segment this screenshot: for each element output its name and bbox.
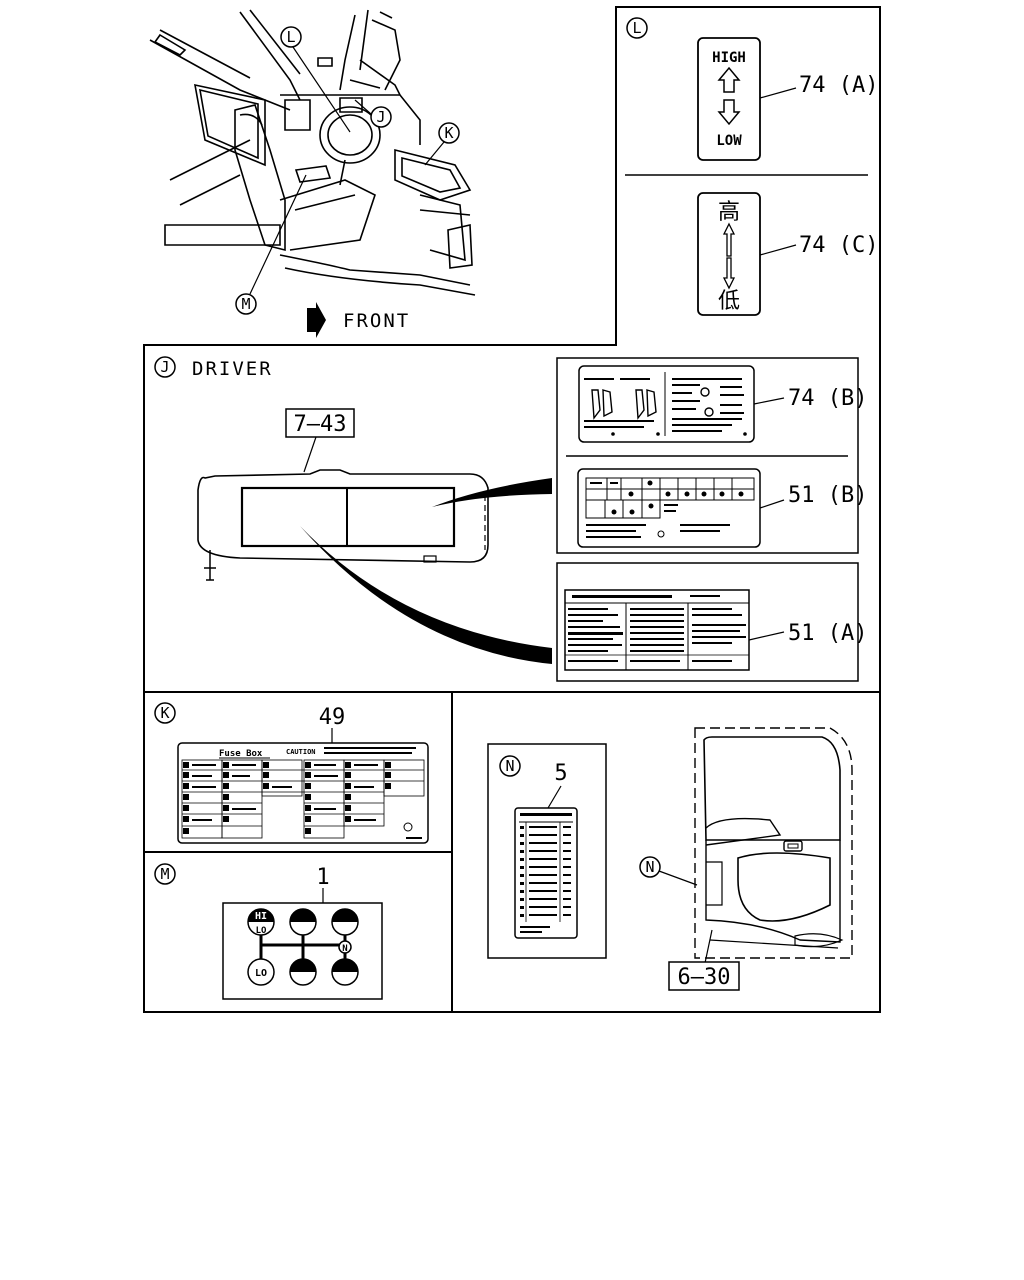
label-74a	[697, 37, 761, 161]
part-74b-label: 74 (B)	[788, 386, 867, 411]
gear-knob-2	[289, 908, 317, 936]
part-49-label: 49	[319, 705, 346, 730]
fuse-box-label	[177, 742, 429, 844]
panel-j: J DRIVER 7–43	[154, 356, 867, 682]
kanji-high-text: 高	[718, 200, 740, 225]
gear-knob-4	[289, 958, 317, 986]
panel-n-label: N	[505, 757, 514, 775]
fuse-box-caution: CAUTION	[286, 748, 316, 756]
ref-box-6-30	[668, 961, 740, 991]
callout-l-label: L	[286, 28, 295, 46]
gear-lo-small-text: LO	[256, 926, 267, 936]
driver-title: DRIVER	[192, 358, 273, 380]
panel-k: K 49 Fuse Box CAUTION	[154, 702, 429, 844]
part-74a-label: 74 (A)	[799, 73, 878, 98]
panel-m: M 1 HI LO LO	[154, 863, 383, 1000]
gear-neutral-marker: N	[338, 940, 352, 954]
high-text: HIGH	[712, 50, 746, 66]
pointer-wedge-lower	[300, 526, 552, 664]
panel-j-label: J	[160, 358, 169, 376]
panel-m-label: M	[160, 865, 169, 883]
callout-l-overview: L	[280, 26, 351, 133]
pointer-wedge-upper	[432, 478, 552, 507]
label-74b: 74 (B)	[578, 365, 867, 443]
sun-visor	[197, 469, 489, 563]
panel-n: N 5	[487, 727, 853, 991]
label-51a: 51 (A)	[564, 589, 867, 671]
label-74c	[697, 192, 761, 316]
callout-m-label: M	[241, 295, 250, 313]
callout-k-label: K	[444, 124, 453, 142]
callout-j-label: J	[376, 108, 385, 126]
thin-arrow-up-icon	[722, 222, 736, 257]
low-text: LOW	[716, 133, 742, 149]
ref-6-30-text: 6–30	[678, 965, 731, 990]
gear-knob-3	[331, 908, 359, 936]
label-51b: 51 (B)	[577, 468, 867, 548]
panel-k-label: K	[160, 704, 169, 722]
arrow-up-icon	[717, 66, 741, 93]
gear-hi-text: HI	[255, 911, 267, 922]
cab-interior-overview	[149, 9, 476, 296]
tire-pressure-label	[514, 807, 578, 939]
fuse-box-title: Fuse Box	[219, 749, 263, 759]
panel-l-label: L	[632, 19, 641, 37]
kanji-low-text: 低	[718, 289, 740, 314]
panel-l: L HIGH LOW 74 (A) 高 低 74 (C)	[625, 17, 878, 316]
gear-knob-lo: LO	[247, 958, 275, 986]
callout-j-overview: J	[354, 99, 392, 128]
front-label: FRONT	[343, 310, 410, 332]
part-5-label: 5	[554, 761, 567, 786]
thin-arrow-down-icon	[722, 257, 736, 290]
ref-box-7-43	[285, 408, 355, 438]
callout-n-door-label: N	[645, 858, 654, 876]
callout-m-overview: M	[235, 174, 307, 315]
arrow-down-icon	[717, 99, 741, 126]
door-outline	[694, 727, 853, 959]
front-arrow: FRONT	[307, 302, 410, 338]
callout-k-overview: K	[424, 122, 460, 166]
panel-frames	[143, 6, 881, 1013]
part-51b-label: 51 (B)	[788, 483, 867, 508]
gear-knob-5	[331, 958, 359, 986]
part-74c-label: 74 (C)	[799, 233, 878, 258]
gear-lo-text: LO	[255, 968, 267, 979]
gear-n-text: N	[342, 944, 347, 954]
part-1-label: 1	[316, 865, 329, 890]
gear-knob-hi: HI LO	[247, 908, 275, 936]
ref-7-43-text: 7–43	[294, 412, 347, 437]
part-51a-label: 51 (A)	[788, 621, 867, 646]
